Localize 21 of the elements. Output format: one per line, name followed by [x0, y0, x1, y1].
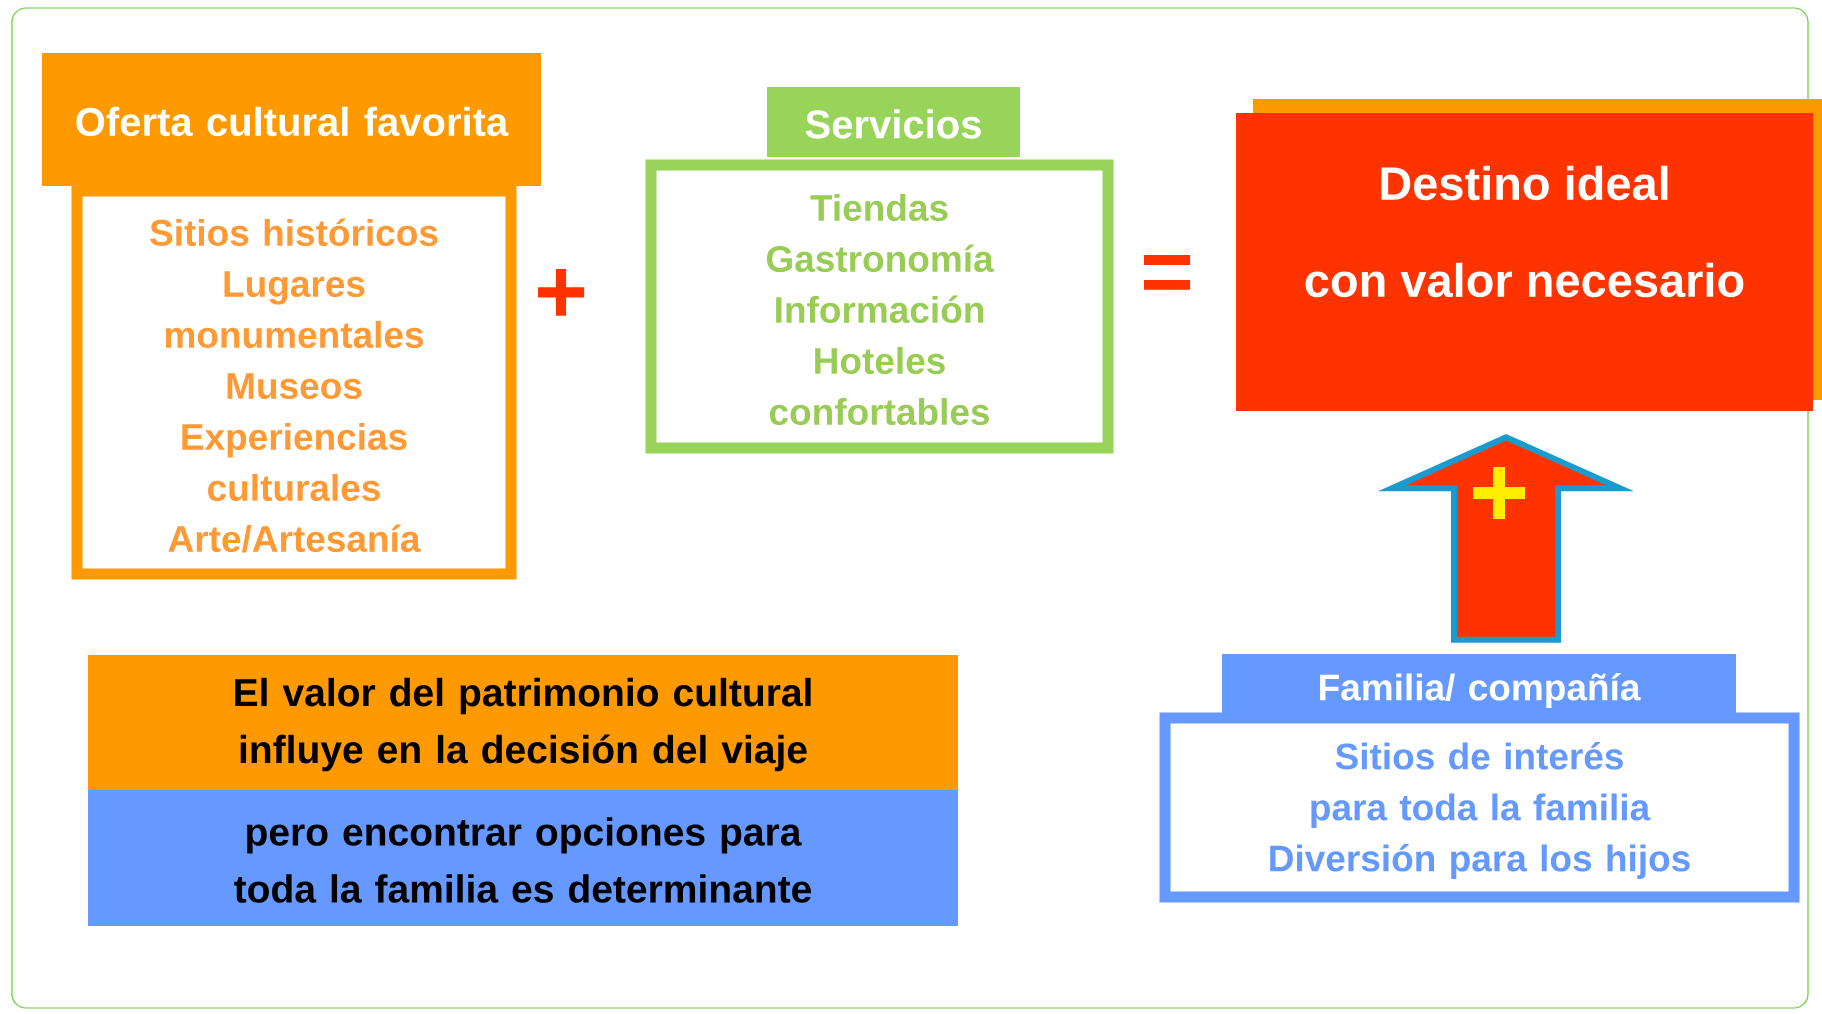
node-label: Arte/Artesanía	[168, 524, 421, 553]
list-box: Sitios históricos Lugares monumentales Museos Experiencias culturales Arte/Artesanía	[71, 185, 517, 580]
statement-band: El valor del patrimonio cultural influye en la decisión del viaje	[88, 655, 958, 790]
heading-tab: Servicios	[767, 87, 1020, 157]
node-label: Gastronomía	[766, 244, 994, 273]
list-box: Tiendas Gastronomía Información Hoteles confortables	[645, 159, 1114, 454]
node-label: Experiencias culturales	[182, 422, 407, 502]
node-label: Información	[776, 295, 984, 324]
statement-band: pero encontrar opciones para toda la familia es determinante	[88, 790, 958, 926]
node-label: Hoteles confortables	[769, 346, 990, 426]
heading-tab: Familia/ compañía	[1222, 654, 1736, 723]
block-arrow	[1377, 433, 1635, 643]
node-label: Sitios históricos	[150, 218, 438, 247]
heading-tab: Oferta cultural favorita	[42, 53, 541, 186]
node-label: Lugares monumentales	[165, 271, 424, 349]
node-label: Tiendas	[810, 193, 948, 222]
plus-sign: +	[538, 269, 585, 316]
node-label: Museos	[227, 373, 362, 400]
destination-box: Destino ideal con valor necesario	[1236, 99, 1822, 411]
equals-sign: =	[1143, 255, 1191, 290]
list-box: Sitios de interés para toda la familia Diversión para los hijos	[1159, 712, 1800, 903]
